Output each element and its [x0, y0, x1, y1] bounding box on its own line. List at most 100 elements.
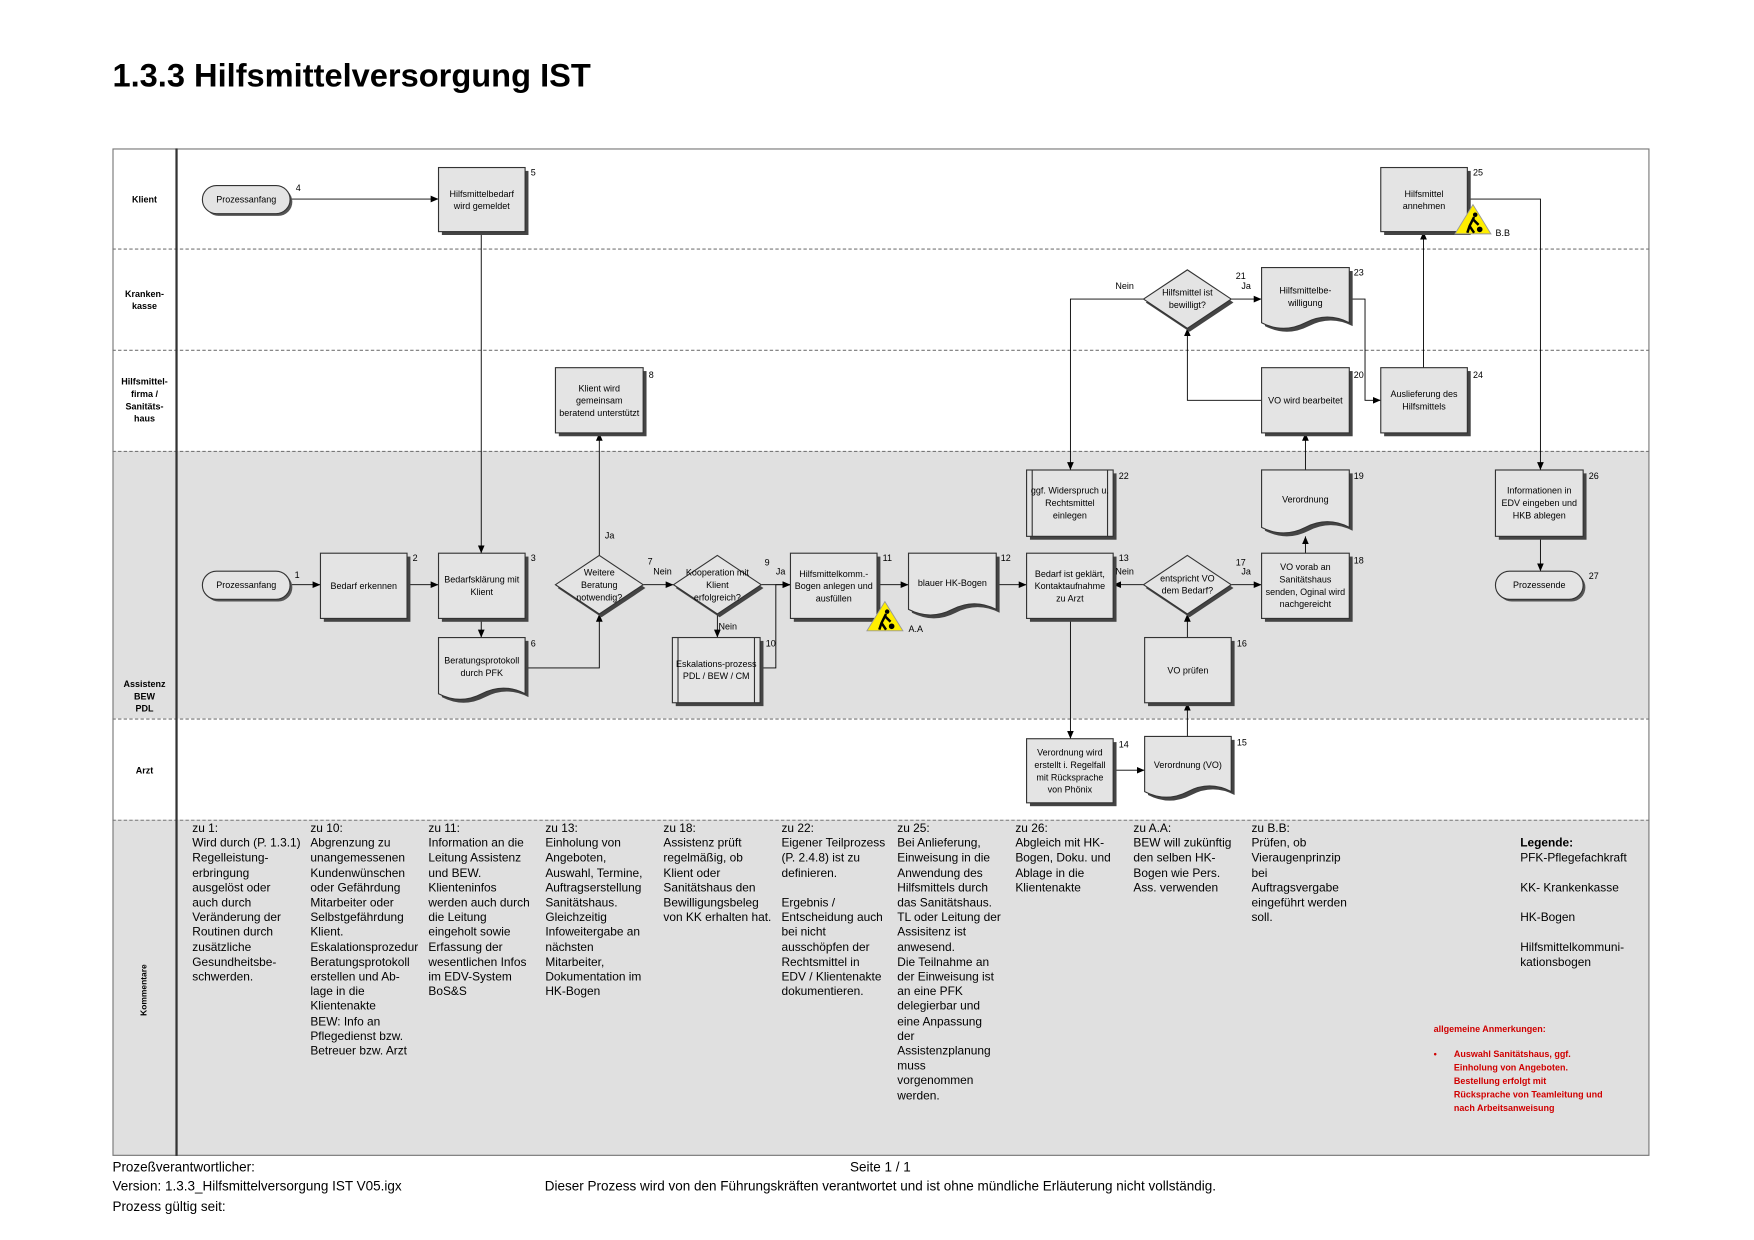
notes-title: allgemeine Anmerkungen: — [1433, 1024, 1546, 1035]
node-label-n9[interactable]: Kooperation mit Klient erfolgreich? — [685, 567, 749, 603]
comment-zu-bb: zu B.B: Prüfen, ob Vieraugenprinzip bei … — [1251, 821, 1347, 925]
edge-label-ja: Ja — [1241, 281, 1251, 292]
edge-label-nein: Nein — [1115, 281, 1134, 292]
node-label-n4[interactable]: Prozessanfang — [216, 194, 277, 205]
node-label-n5[interactable]: Hilfsmittelbedarf wird gemeldet — [449, 188, 515, 211]
legend-item: HK-Bogen — [1520, 911, 1576, 925]
connector-arrow — [1349, 298, 1381, 404]
node-number: 2 — [412, 553, 418, 564]
node-label-n10[interactable]: Eskalations-prozess PDL / BEW / CM — [675, 658, 757, 682]
marker-label-aa: A.A — [908, 624, 924, 635]
node-label-n15[interactable]: Verordnung (VO) — [1153, 760, 1222, 771]
node-number: 9 — [764, 557, 770, 568]
node-shape-n4 — [201, 184, 293, 216]
comment-zu-10: zu 10: Abgrenzung zu unangemessenen Kund… — [310, 821, 419, 1059]
node-label-n2[interactable]: Bedarf erkennen — [330, 580, 398, 591]
comment-zu-13: zu 13: Einholung von Angeboten, Auswahl,… — [545, 821, 643, 999]
legend-item: PFK-Pflegefachkraft — [1520, 851, 1627, 866]
node-label-n22[interactable]: ggf. Widerspruch u. Rechtsmittel einlege… — [1030, 485, 1109, 521]
node-label-n3[interactable]: Bedarfsklärung mit Klient — [444, 574, 520, 598]
node-shape-n17 — [1142, 554, 1234, 618]
node-number: 22 — [1118, 471, 1129, 482]
notes-text: Auswahl Sanitätshaus, ggf. Einholung von… — [1453, 1049, 1603, 1114]
node-shape-n10 — [671, 636, 764, 707]
node-label-n25[interactable]: Hilfsmittel annehmen — [1402, 188, 1446, 211]
node-label-n7[interactable]: Weitere Beratung notwendig? — [576, 567, 623, 603]
legend: Legende: PFK-Pflegefachkraft KK- Kranken… — [1520, 822, 1644, 985]
node-number: 16 — [1236, 638, 1247, 649]
node-number: 15 — [1236, 737, 1247, 748]
node-shape-n6 — [437, 636, 529, 703]
edge-label-nein: Nein — [718, 621, 737, 632]
node-shape-n8 — [554, 367, 647, 437]
edge-label-ja: Ja — [1241, 566, 1251, 577]
node-number: 3 — [530, 553, 536, 564]
node-shape-n14 — [1026, 738, 1117, 807]
node-label-n12[interactable]: blauer HK-Bogen — [917, 577, 987, 588]
node-shape-n18 — [1261, 552, 1353, 622]
node-label-n6[interactable]: Beratungsprotokoll durch PFK — [444, 655, 520, 679]
lane-label-divider — [175, 148, 178, 1156]
connector-arrow — [525, 613, 603, 669]
node-number: 8 — [648, 369, 654, 381]
connector-arrow — [1183, 328, 1262, 401]
comment-zu-1: zu 1: Wird durch (P. 1.3.1) Regelleistun… — [192, 821, 301, 984]
node-label-n8[interactable]: Klient wird gemeinsam beratend unterstüt… — [559, 382, 640, 418]
lane-label-arzt: Arzt — [135, 765, 154, 776]
footer-owner: Prozeßverantwortlicher: — [112, 1159, 255, 1175]
node-shape-n11 — [789, 552, 881, 622]
lane-divider — [112, 718, 1650, 720]
node-label-n19[interactable]: Verordnung — [1282, 494, 1329, 505]
lane-divider — [112, 349, 1650, 351]
general-notes: allgemeine Anmerkungen: • Auswahl Sanitä… — [1434, 1023, 1603, 1115]
node-label-n27[interactable]: Prozessende — [1513, 580, 1566, 591]
footer-page: Seite 1 / 1 — [850, 1159, 911, 1175]
comment-zu-aa: zu A.A: BEW will zukünftig den selben HK… — [1133, 821, 1232, 895]
node-label-n16[interactable]: VO prüfen — [1167, 665, 1209, 676]
lane-kommentare-bg — [112, 819, 1650, 1156]
edge-label-nein: Nein — [1115, 566, 1134, 577]
node-number: 20 — [1353, 369, 1364, 381]
node-number: 4 — [295, 183, 301, 194]
node-label-n13[interactable]: Bedarf ist geklärt, Kontaktaufnahme zu A… — [1034, 568, 1106, 604]
node-number: 27 — [1588, 571, 1599, 582]
node-label-n17[interactable]: entspricht VO dem Bedarf? — [1160, 573, 1215, 596]
node-number: 18 — [1353, 555, 1364, 566]
footer-disclaimer: Dieser Prozess wird von den Führungskräf… — [544, 1178, 1217, 1195]
lane-label-assistenz: Assistenz BEW PDL — [123, 679, 166, 714]
node-shape-n25 — [1380, 166, 1471, 235]
edge-label-ja: Ja — [604, 530, 615, 541]
node-shape-n16 — [1144, 636, 1235, 707]
node-number: 6 — [530, 638, 536, 649]
lane-label-hilfsmittelfirma: Hilfsmittel- firma / Sanitäts- haus — [121, 376, 168, 424]
node-number: 19 — [1353, 471, 1364, 482]
node-label-n20[interactable]: VO wird bearbeitet — [1268, 395, 1343, 406]
node-label-n23[interactable]: Hilfsmittelbe-willigung — [1279, 285, 1332, 308]
node-shape-n22 — [1026, 469, 1117, 540]
node-shape-n20 — [1261, 367, 1353, 437]
lane-divider — [112, 248, 1650, 250]
comment-zu-26: zu 26: Abgleich mit HK- Bogen, Doku. und… — [1015, 821, 1111, 895]
node-number: 24 — [1472, 369, 1483, 381]
node-label-n11[interactable]: Hilfsmittelkomm.-Bogen anlegen und ausfü… — [794, 568, 873, 604]
node-number: 23 — [1353, 267, 1364, 278]
connector-arrow — [1467, 198, 1544, 470]
node-label-n1[interactable]: Prozessanfang — [216, 580, 277, 591]
node-label-n21[interactable]: Hilfsmittel ist bewilligt? — [1162, 287, 1213, 311]
footer-valid: Prozess gültig seit: — [112, 1198, 226, 1215]
node-number: 26 — [1588, 471, 1599, 482]
node-number: 21 — [1235, 270, 1246, 282]
lane-label-krankenkasse: Kranken- kasse — [124, 288, 164, 312]
node-label-n26[interactable]: Informationen in EDV eingeben und HKB ab… — [1501, 485, 1578, 521]
node-shape-n27 — [1494, 570, 1586, 602]
comment-zu-25: zu 25: Bei Anlieferung, Einweisung in di… — [897, 821, 1001, 1103]
node-shape-n23 — [1261, 267, 1353, 332]
node-label-n24[interactable]: Auslieferung des Hilfsmittels — [1390, 389, 1458, 412]
connector-arrow — [760, 581, 791, 669]
node-label-n14[interactable]: Verordnung wird erstellt i. Regelfall mi… — [1034, 747, 1106, 795]
node-number: 25 — [1472, 167, 1483, 178]
node-number: 13 — [1118, 553, 1129, 564]
node-number: 1 — [294, 570, 300, 581]
node-label-n18[interactable]: VO vorab an Sanitätshaus senden, Oginal … — [1265, 562, 1346, 610]
